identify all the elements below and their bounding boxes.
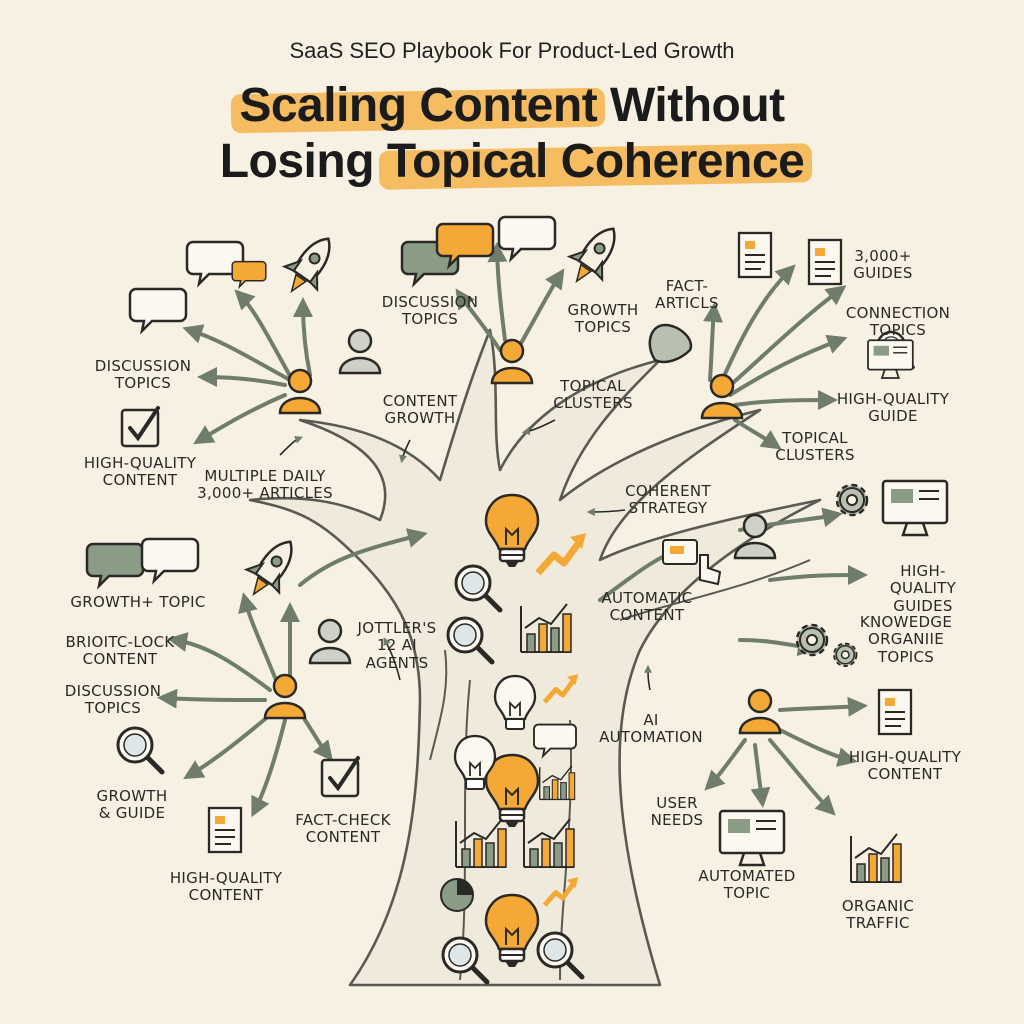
label-discussion-topics-mid: DISCUSSION TOPICS	[381, 293, 479, 329]
document-icon	[737, 231, 773, 279]
checkmark-icon	[120, 406, 160, 448]
person-icon-midleft	[263, 673, 307, 720]
label-discussion-topics-midleft: DISCUSSION TOPICS	[64, 682, 162, 718]
gear-icon	[833, 642, 858, 667]
label-high-quality-guides-right: HIGH-QUALITY GUIDES	[889, 562, 957, 615]
checkmark-icon	[320, 756, 360, 798]
label-user-needs: USER NEEDS	[650, 794, 704, 830]
chat-bubble-icon	[85, 542, 145, 588]
label-automated-topic: AUTOMATED TOPIC	[698, 867, 796, 903]
head-profile-icon	[648, 323, 693, 364]
label-fact-check-content: FACT-CHECK CONTENT	[295, 811, 391, 847]
magnifier-icon	[118, 728, 162, 772]
label-jottlers-agents: JOTTLER'S 12 AI AGENTS	[357, 619, 437, 672]
person-icon-grey-topleft	[338, 328, 382, 375]
label-knowedge-organiie-topics: KNOWEDGE ORGANIIE TOPICS	[859, 613, 953, 666]
label-multiple-daily: MULTIPLE DAILY 3,000+ ARTICLES	[197, 467, 333, 503]
label-ai-automation: AI AUTOMATION	[599, 711, 703, 747]
page-title-line-1: Scaling Content Without	[0, 78, 1024, 133]
label-high-quality-content-right: HIGH-QUALITY CONTENT	[848, 748, 962, 784]
chat-bubble-icon	[497, 215, 557, 261]
bar-chart-icon	[850, 833, 902, 883]
label-fact-articles: FACT- ARTICLS	[655, 277, 719, 313]
label-coherent-strategy: COHERENT STRATEGY	[625, 482, 711, 518]
label-high-quality-content-topleft: HIGH-QUALITY CONTENT	[83, 454, 197, 490]
page-subtitle: SaaS SEO Playbook For Product-Led Growth	[289, 38, 735, 63]
chat-bubble-icon	[128, 287, 188, 333]
title-highlight-1: Scaling Content	[239, 79, 598, 132]
gear-icon	[835, 483, 869, 517]
chat-bubble-icon	[231, 260, 267, 288]
rocket-icon	[274, 226, 346, 304]
label-3000-guides: 3,000+ GUIDES	[853, 247, 913, 283]
chat-bubble-icon	[140, 537, 200, 583]
title-highlight-2: Topical Coherence	[386, 135, 805, 188]
monitor-icon	[718, 809, 786, 867]
document-icon	[807, 238, 843, 286]
title-plain-2: Losing	[219, 135, 387, 188]
cursor-hand-icon	[662, 539, 722, 586]
label-high-quality-content-bottomleft: HIGH-QUALITY CONTENT	[169, 869, 283, 905]
label-organic-traffic: ORGANIC TRAFFIC	[841, 897, 915, 933]
rocket-icon	[559, 216, 631, 294]
branch-arrows	[157, 242, 868, 818]
monitor-icon	[867, 339, 914, 379]
label-brioitc-lock-content: BRIOITC-LOCK CONTENT	[65, 633, 175, 669]
pencil-arrows	[279, 419, 653, 691]
label-growth-topic: GROWTH+ TOPIC	[70, 593, 206, 611]
label-high-quality-guide: HIGH-QUALITY GUIDE	[836, 390, 950, 426]
page-title-line-2: Losing Topical Coherence	[0, 134, 1024, 189]
document-icon	[877, 688, 913, 736]
pie-chart-icon	[440, 878, 474, 912]
label-content-growth: CONTENT GROWTH	[382, 392, 458, 428]
label-discussion-topics-topleft: DISCUSSION TOPICS	[94, 357, 192, 393]
label-automatic-content: AUTOMATIC CONTENT	[601, 589, 693, 625]
monitor-icon	[881, 479, 949, 537]
label-topical-clusters-mid: TOPICAL CLUSTERS	[553, 377, 633, 413]
tree-trunk-and-branches	[248, 328, 822, 987]
label-topical-clusters-right: TOPICAL CLUSTERS	[775, 429, 855, 465]
label-growth-topics: GROWTH TOPICS	[567, 301, 639, 337]
person-icon-grey-midleft	[308, 618, 352, 665]
gear-icon	[795, 623, 829, 657]
label-growth-guide: GROWTH & GUIDE	[96, 787, 168, 823]
person-icon-bottomright	[738, 688, 782, 735]
label-connection-topics: CONNECTION TOPICS	[845, 304, 951, 340]
rocket-icon	[236, 529, 308, 607]
document-icon	[207, 806, 243, 854]
title-rest-1: Without	[597, 79, 785, 132]
